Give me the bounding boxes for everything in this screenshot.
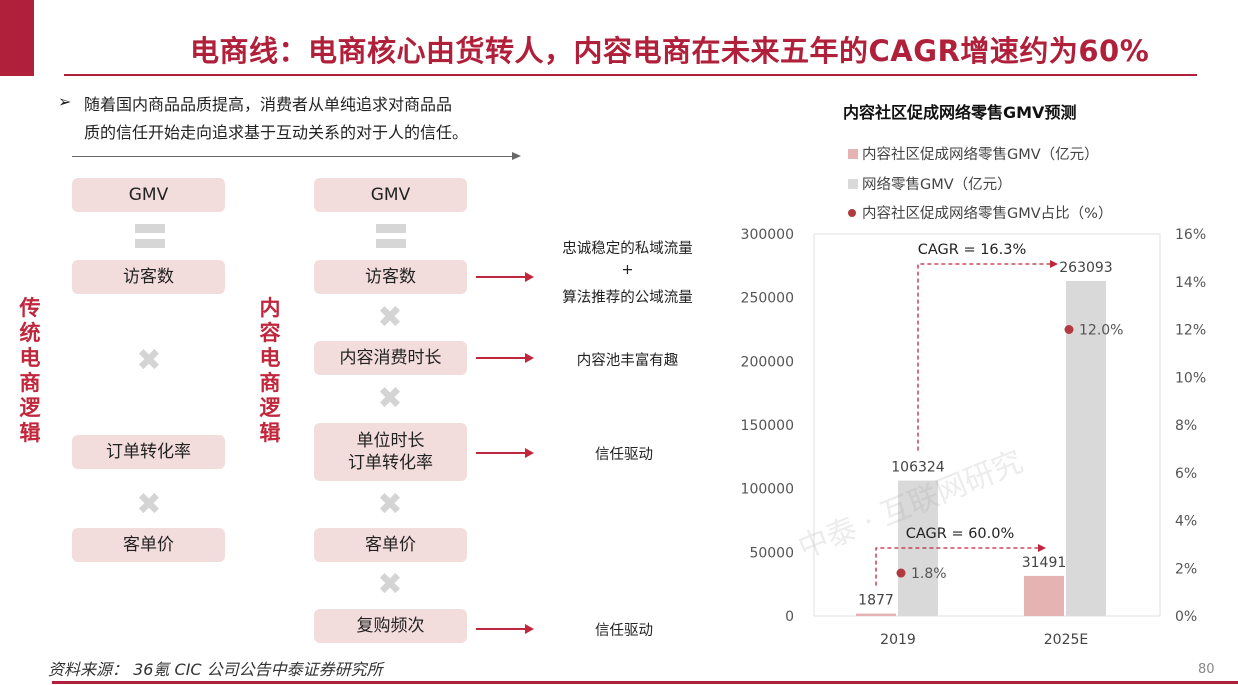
page-number: 80 — [1198, 662, 1215, 677]
y-left-tick-label: 150000 — [741, 418, 794, 434]
source-note: 资料来源： 36氪 CIC 公司公告中泰证券研究所 — [48, 660, 383, 679]
content-time-box: 内容消费时长 — [314, 341, 467, 375]
traditional-conversion-box: 订单转化率 — [72, 435, 225, 469]
unit-line-1: 单位时长 — [356, 431, 425, 451]
cagr-60-dashed-line — [875, 547, 1038, 586]
share-dot — [1064, 325, 1074, 334]
timeline-arrow-head-icon — [512, 152, 521, 160]
legend-label: 内容社区促成网络零售GMV（亿元） — [862, 147, 1099, 163]
y-right-tick-label: 16% — [1175, 227, 1206, 243]
legend-label: 内容社区促成网络零售GMV占比（%） — [862, 206, 1113, 222]
cagr-16-label: CAGR = 16.3% — [918, 242, 1027, 258]
arrow-right-icon — [476, 353, 534, 363]
traditional-aov-box: 客单价 — [72, 528, 225, 562]
multiply-icon: ✖ — [377, 381, 403, 416]
content-logic-label: 内容电商逻辑 — [259, 296, 281, 445]
legend-label: 网络零售GMV（亿元） — [862, 177, 1012, 193]
multiply-icon: ✖ — [377, 487, 403, 522]
equals-icon — [376, 224, 406, 248]
y-right-tick-label: 12% — [1175, 323, 1206, 339]
multiply-icon: ✖ — [377, 300, 403, 335]
legend-swatch — [848, 148, 858, 159]
title-divider — [64, 74, 1197, 76]
cagr-16-dashed-line — [917, 263, 1056, 451]
footer-divider — [52, 681, 1238, 684]
traditional-gmv-box: GMV — [72, 178, 225, 212]
cagr-16-arrow-icon — [1050, 260, 1058, 268]
content-unit-conversion-box: 单位时长 订单转化率 — [314, 423, 467, 481]
x-tick-label: 2019 — [880, 632, 916, 648]
y-left-tick-label: 200000 — [741, 354, 794, 370]
content-gmv-box: GMV — [314, 178, 467, 212]
x-tick-label: 2025E — [1044, 632, 1088, 648]
multiply-icon: ✖ — [136, 343, 162, 378]
multiply-icon: ✖ — [136, 487, 162, 522]
header-accent-bar — [0, 0, 34, 76]
bullet-arrow-icon: ➢ — [58, 92, 72, 111]
legend-item-content-gmv: 内容社区促成网络零售GMV（亿元） — [848, 143, 1099, 164]
y-right-tick-label: 2% — [1175, 561, 1197, 577]
share-data-label: 1.8% — [911, 566, 947, 582]
trust-note-2: 信任驱动 — [595, 623, 653, 639]
content-visitors-box: 访客数 — [314, 260, 467, 294]
bar-data-label: 1877 — [858, 593, 894, 609]
chart-title: 内容社区促成网络零售GMV预测 — [843, 103, 1077, 122]
content-pool-note: 内容池丰富有趣 — [576, 353, 679, 369]
y-right-tick-label: 8% — [1175, 418, 1197, 434]
traffic-note-line-2: 算法推荐的公域流量 — [562, 290, 693, 306]
y-right-tick-label: 6% — [1175, 466, 1197, 482]
share-data-label: 12.0% — [1079, 323, 1123, 339]
y-right-tick-label: 10% — [1175, 370, 1206, 386]
legend-swatch — [848, 208, 856, 217]
traffic-note-line-1: 忠诚稳定的私域流量 — [562, 241, 693, 257]
bar-data-label: 106324 — [891, 460, 945, 476]
cagr-60-label: CAGR = 60.0% — [906, 526, 1015, 542]
y-right-tick-label: 4% — [1175, 514, 1197, 530]
content-repurchase-box: 复购频次 — [314, 609, 467, 643]
bar-data-label: 263093 — [1059, 260, 1112, 276]
y-left-tick-label: 0 — [785, 609, 794, 625]
traffic-note-plus: + — [621, 262, 634, 278]
traditional-logic-label: 传统电商逻辑 — [19, 296, 41, 445]
bar-content-gmv — [1024, 575, 1064, 616]
y-left-tick-label: 100000 — [741, 482, 794, 498]
y-left-tick-label: 50000 — [749, 545, 794, 561]
bar-content-gmv — [856, 613, 896, 616]
page-title: 电商线：电商核心由货转人，内容电商在未来五年的CAGR增速约为60% — [190, 34, 1150, 68]
unit-line-2: 订单转化率 — [348, 453, 433, 473]
arrow-right-icon — [476, 272, 534, 282]
y-right-tick-label: 0% — [1175, 609, 1197, 625]
intro-line-2: 质的信任开始走向追求基于互动关系的对于人的信任。 — [84, 123, 469, 142]
bar-data-label: 31491 — [1022, 555, 1067, 571]
arrow-right-icon — [476, 624, 534, 634]
trust-note-1: 信任驱动 — [595, 447, 653, 463]
y-left-tick-label: 300000 — [741, 227, 794, 243]
intro-line-1: 随着国内商品品质提高，消费者从单纯追求对商品品 — [84, 95, 453, 114]
traditional-visitors-box: 访客数 — [72, 260, 225, 294]
legend-swatch — [848, 178, 858, 189]
legend-item-retail-gmv: 网络零售GMV（亿元） — [848, 173, 1012, 194]
y-right-tick-label: 14% — [1175, 275, 1206, 291]
legend-item-share: 内容社区促成网络零售GMV占比（%） — [848, 202, 1112, 223]
cagr-60-arrow-icon — [1038, 544, 1046, 552]
timeline-arrow-line — [72, 156, 518, 157]
content-aov-box: 客单价 — [314, 528, 467, 562]
equals-icon — [135, 224, 165, 248]
arrow-right-icon — [476, 448, 534, 458]
y-left-tick-label: 250000 — [741, 291, 794, 307]
multiply-icon: ✖ — [377, 567, 403, 602]
bar-retail-gmv — [1066, 280, 1106, 616]
share-dot — [896, 568, 906, 578]
plot-frame — [813, 233, 1161, 617]
